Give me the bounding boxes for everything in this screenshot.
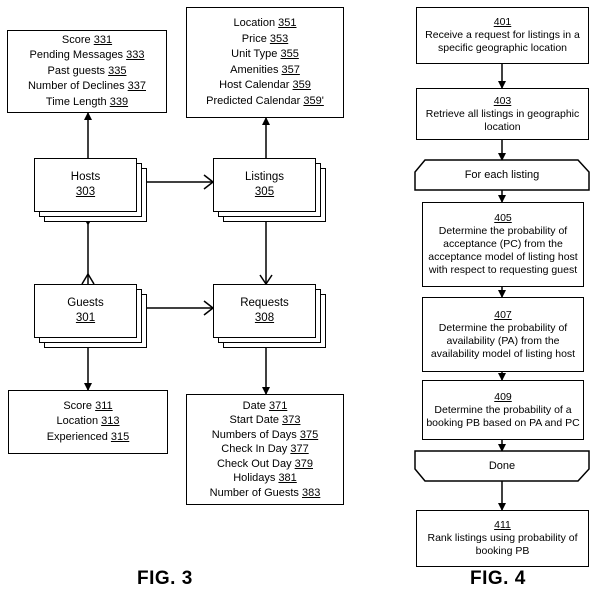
requests-attr-number-of-guests: Number of Guests 383 xyxy=(187,486,343,501)
guests-entity: Guests 301 xyxy=(34,284,149,350)
listings-label: Listings xyxy=(245,170,284,185)
requests-attr-check-in-day: Check In Day 377 xyxy=(187,442,343,457)
guests-label: Guests xyxy=(67,296,103,311)
hosts-attributes-box: Score 331 Pending Messages 333 Past gues… xyxy=(7,30,167,113)
step-401-ref: 401 xyxy=(494,16,512,29)
requests-attr-numbers-of-days: Numbers of Days 375 xyxy=(187,428,343,443)
step-401-text: Receive a request for listings in a spec… xyxy=(417,29,588,55)
guests-attributes-box: Score 311 Location 313 Experienced 315 xyxy=(8,390,168,454)
step-403-ref: 403 xyxy=(494,95,512,108)
listings-attributes-box: Location 351 Price 353 Unit Type 355 Ame… xyxy=(186,7,344,118)
hosts-ref: 303 xyxy=(76,185,95,200)
step-403-text: Retrieve all listings in geographic loca… xyxy=(417,108,588,134)
listings-ref: 305 xyxy=(255,185,274,200)
listings-attr-price: Price 353 xyxy=(187,32,343,48)
step-411: 411 Rank listings using probability of b… xyxy=(416,510,589,567)
step-405-text: Determine the probability of acceptance … xyxy=(423,225,583,277)
requests-attr-holidays: Holidays 381 xyxy=(187,471,343,486)
step-403: 403 Retrieve all listings in geographic … xyxy=(416,88,589,140)
step-405: 405 Determine the probability of accepta… xyxy=(422,202,584,287)
step-407-ref: 407 xyxy=(494,309,512,322)
guests-attr-location: Location 313 xyxy=(9,414,167,430)
step-405-ref: 405 xyxy=(494,212,512,225)
listings-entity: Listings 305 xyxy=(213,158,328,224)
hosts-entity: Hosts 303 xyxy=(34,158,149,224)
hosts-attr-time-length: Time Length 339 xyxy=(8,95,166,111)
requests-ref: 308 xyxy=(255,311,274,326)
loop-end: Done xyxy=(415,451,589,481)
listings-attr-unit-type: Unit Type 355 xyxy=(187,47,343,63)
requests-attr-start-date: Start Date 373 xyxy=(187,413,343,428)
step-409: 409 Determine the probability of a booki… xyxy=(422,380,584,440)
step-411-text: Rank listings using probability of booki… xyxy=(417,532,588,558)
hosts-attr-past-guests: Past guests 335 xyxy=(8,64,166,80)
step-407-text: Determine the probability of availabilit… xyxy=(423,322,583,361)
step-409-text: Determine the probability of a booking P… xyxy=(423,404,583,430)
requests-attr-date: Date 371 xyxy=(187,399,343,414)
guests-attr-experienced: Experienced 315 xyxy=(9,430,167,446)
hosts-attr-number-of-declines: Number of Declines 337 xyxy=(8,79,166,95)
fig4-label: FIG. 4 xyxy=(470,568,526,590)
fig3-label: FIG. 3 xyxy=(137,568,193,590)
hosts-label: Hosts xyxy=(71,170,100,185)
requests-entity: Requests 308 xyxy=(213,284,328,350)
step-407: 407 Determine the probability of availab… xyxy=(422,297,584,372)
guests-attr-score: Score 311 xyxy=(9,399,167,415)
listings-attr-predicted-calendar: Predicted Calendar 359' xyxy=(187,94,343,110)
listings-attr-amenities: Amenities 357 xyxy=(187,63,343,79)
requests-attributes-box: Date 371 Start Date 373 Numbers of Days … xyxy=(186,394,344,505)
step-401: 401 Receive a request for listings in a … xyxy=(416,7,589,64)
guests-ref: 301 xyxy=(76,311,95,326)
requests-attr-check-out-day: Check Out Day 379 xyxy=(187,457,343,472)
hosts-attr-pending-messages: Pending Messages 333 xyxy=(8,48,166,64)
listings-attr-location: Location 351 xyxy=(187,16,343,32)
step-411-ref: 411 xyxy=(494,519,511,532)
listings-attr-host-calendar: Host Calendar 359 xyxy=(187,78,343,94)
step-409-ref: 409 xyxy=(494,391,512,404)
hosts-attr-score: Score 331 xyxy=(8,33,166,49)
loop-end-label: Done xyxy=(489,460,515,472)
loop-start: For each listing xyxy=(415,160,589,190)
requests-label: Requests xyxy=(240,296,289,311)
loop-start-label: For each listing xyxy=(465,169,540,181)
